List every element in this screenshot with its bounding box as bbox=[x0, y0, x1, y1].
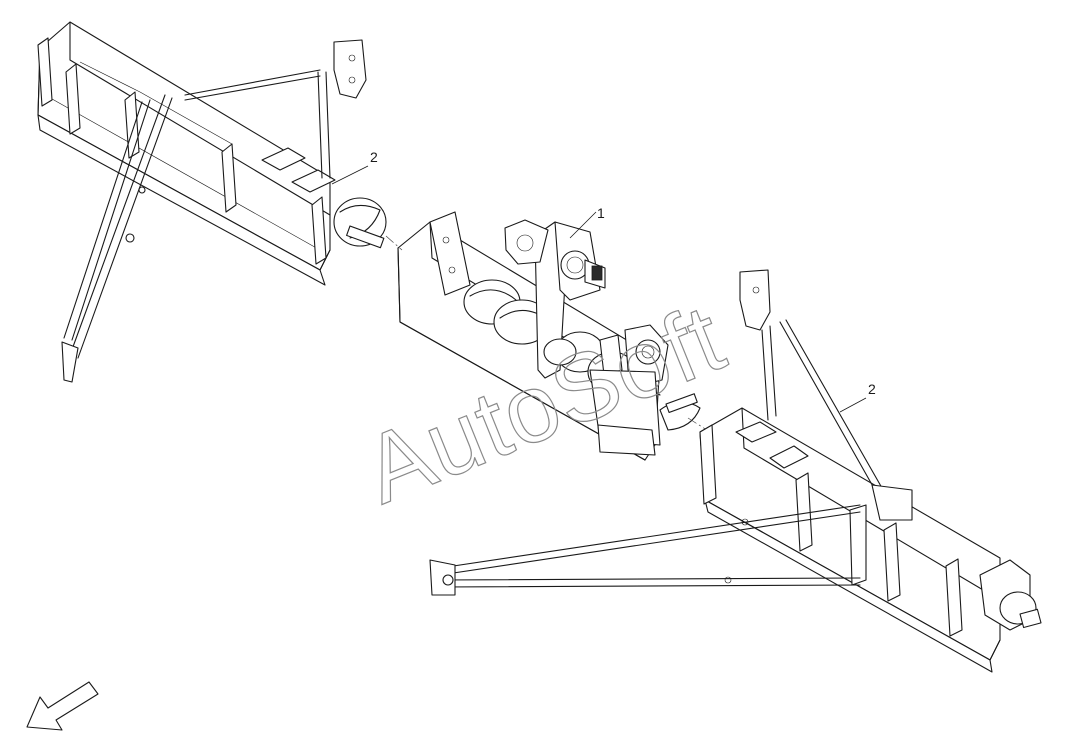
left-drawbar bbox=[61, 94, 173, 383]
direction-arrow-icon bbox=[26, 681, 99, 731]
callouts: 1 2 2 bbox=[331, 149, 876, 413]
callout-1-label: 1 bbox=[597, 205, 605, 221]
right-drawbars bbox=[429, 504, 861, 596]
right-wing-auger-section bbox=[429, 269, 1042, 673]
left-wing-auger-section bbox=[37, 21, 387, 383]
gearbox-assembly bbox=[504, 219, 669, 386]
left-wing-frames bbox=[37, 37, 327, 265]
callout-2-right: 2 bbox=[839, 381, 876, 413]
right-wing-frames bbox=[699, 424, 963, 637]
callout-1: 1 bbox=[569, 205, 605, 239]
callout-2-left: 2 bbox=[331, 149, 378, 185]
callout-2-left-label: 2 bbox=[370, 149, 378, 165]
center-section bbox=[397, 211, 701, 461]
callout-2-right-label: 2 bbox=[868, 381, 876, 397]
